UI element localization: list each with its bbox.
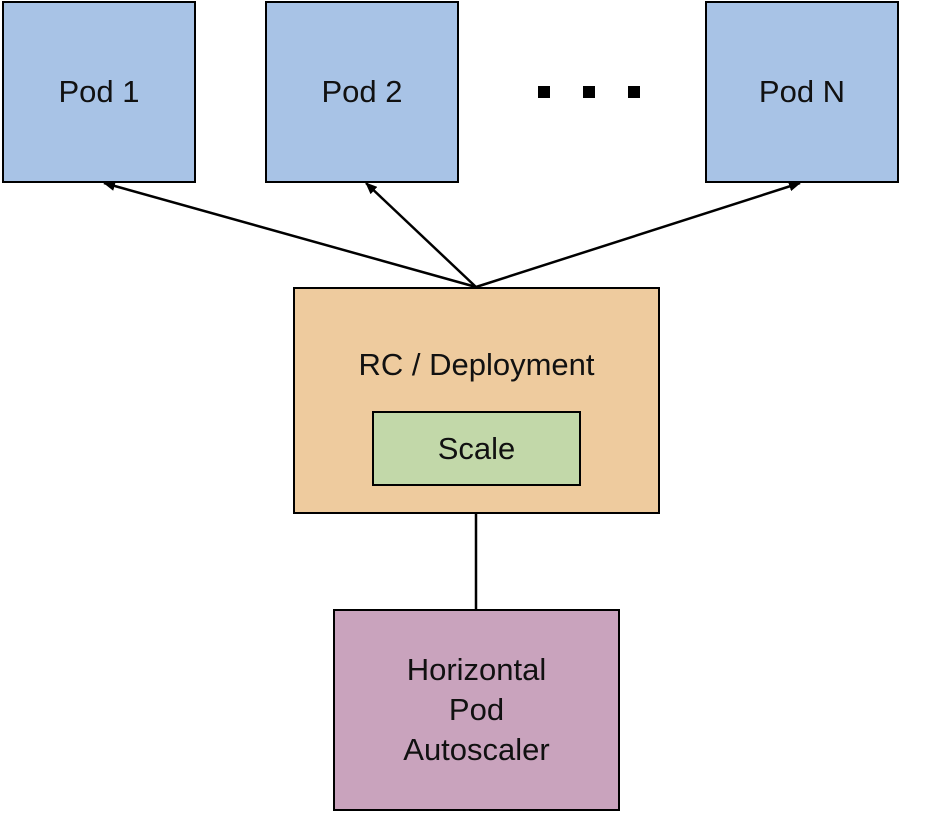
pod-1-label: Pod 1 <box>58 74 140 109</box>
scale-label: Scale <box>437 430 516 466</box>
arrow-rc-to-podN <box>475 181 801 289</box>
arrow-rc-to-pod2 <box>365 182 477 288</box>
horizontal-pod-autoscaler-box: Horizontal Pod Autoscaler <box>333 609 620 811</box>
pod-2-label: Pod 2 <box>321 74 403 109</box>
hpa-label-line-3: Autoscaler <box>403 732 550 767</box>
scale-box: Scale <box>372 411 581 486</box>
hpa-label-line-1: Horizontal <box>406 652 547 687</box>
hpa-label-line-2: Pod <box>448 692 505 727</box>
arrow-rc-to-pod1 <box>103 181 477 289</box>
ellipsis-dot-2 <box>583 86 595 98</box>
pod-2-box: Pod 2 <box>265 1 459 183</box>
pod-n-label: Pod N <box>758 74 846 109</box>
rc-deployment-label: RC / Deployment <box>358 347 595 382</box>
ellipsis-dot-1 <box>538 86 550 98</box>
ellipsis-dot-3 <box>628 86 640 98</box>
pod-1-box: Pod 1 <box>2 1 196 183</box>
pod-n-box: Pod N <box>705 1 899 183</box>
